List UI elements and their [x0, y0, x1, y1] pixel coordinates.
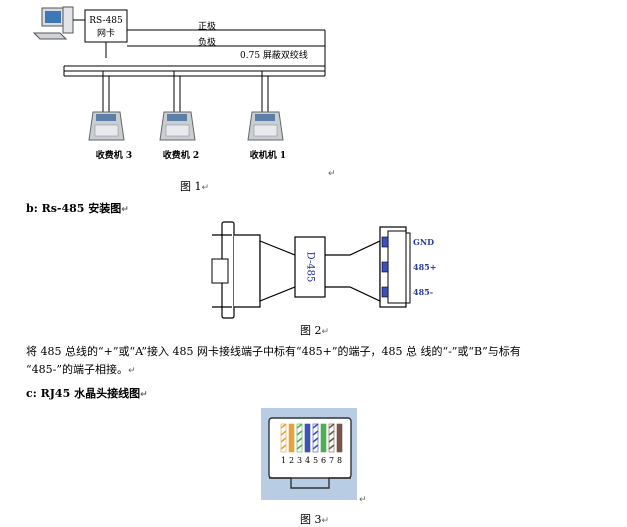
terminal-gnd-label: GND — [413, 237, 434, 247]
network-diagram: RS-485 网卡 正极 负极 0.75 屏蔽双绞线 收费机 3 收费机 2 收… — [32, 6, 326, 161]
machine-3-label: 收费机 3 — [96, 149, 132, 161]
section-c-heading: c: RJ45 水晶头接线图↵ — [26, 387, 148, 400]
rj45-pin-number: 2 — [289, 456, 294, 465]
rj45-pin-number: 6 — [321, 456, 326, 465]
terminal-2-icon — [159, 111, 196, 141]
rj45-pin-number: 5 — [313, 456, 318, 465]
section-b-heading: b: Rs-485 安装图↵ — [26, 202, 129, 215]
figure-3-mark: ↵ — [359, 495, 367, 505]
rj45-wire-1 — [280, 423, 287, 453]
rj45-wire-3 — [296, 423, 303, 453]
rj45-pin-number: 4 — [305, 456, 310, 465]
machine-1-label: 收机机 1 — [250, 149, 286, 161]
computer-icon — [32, 6, 74, 40]
terminal-minus-label: 485- — [413, 287, 433, 297]
paragraph-line-2: “485-”的端子相接。↵ — [26, 363, 136, 376]
machine-2-label: 收费机 2 — [163, 149, 199, 161]
card-label-1: RS-485 — [89, 16, 123, 26]
rj45-pin-number: 7 — [329, 456, 334, 465]
rs485-card-box — [84, 9, 128, 43]
rj45-wire-7 — [328, 423, 335, 453]
figure-1-caption: 图 1↵ — [180, 180, 210, 193]
rj45-wire-2 — [288, 423, 295, 453]
paragraph-mark: ↵ — [328, 169, 336, 179]
adapter-label: D-485 — [305, 252, 316, 283]
d485-label-box — [294, 236, 326, 298]
rj45-pin-number: 1 — [281, 456, 286, 465]
rj45-wire-8 — [336, 423, 343, 453]
rj45-wire-6 — [320, 423, 327, 453]
positive-label: 正极 — [198, 20, 216, 32]
terminal-plus-label: 485+ — [413, 262, 436, 272]
card-label-2: 网卡 — [97, 27, 115, 39]
negative-label: 负极 — [198, 36, 216, 48]
figure-2-caption: 图 2↵ — [300, 324, 330, 337]
rj45-pin-number: 8 — [337, 456, 342, 465]
rj45-wire-4 — [304, 423, 311, 453]
paragraph-line-1: 将 485 总线的“+”或“A”接入 485 网卡接线端子中标有“485+”的端… — [26, 345, 521, 358]
terminal-1-icon — [247, 111, 284, 141]
cable-label: 0.75 屏蔽双绞线 — [240, 49, 308, 61]
db9-adapter-diagram: D-485 GND 485+ 485- — [211, 221, 436, 319]
terminal-3-icon — [88, 111, 125, 141]
figure-3-caption: 图 3↵ — [300, 513, 330, 526]
rj45-wire-5 — [312, 423, 319, 453]
rj45-pin-number: 3 — [297, 456, 302, 465]
